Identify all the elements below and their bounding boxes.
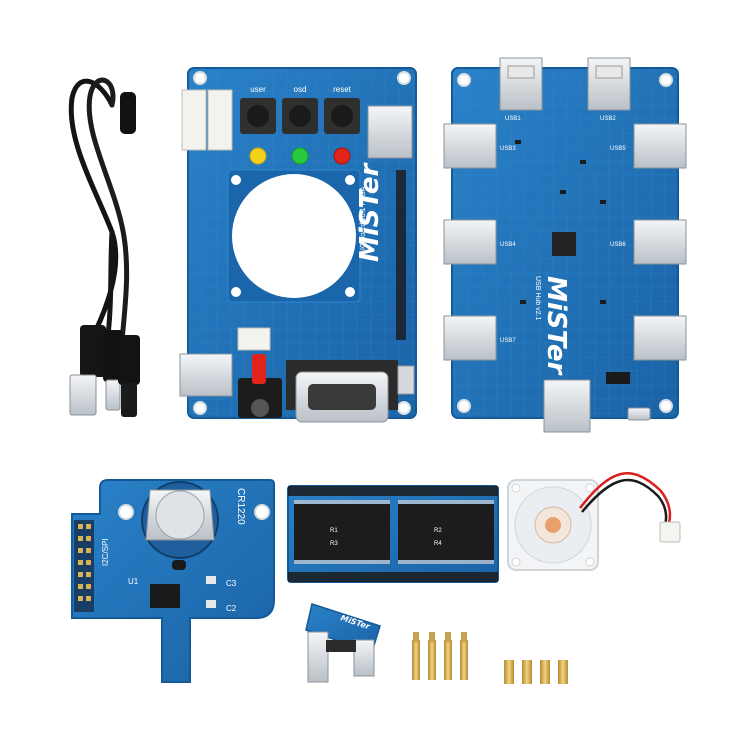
audio-jack — [238, 378, 282, 418]
rtc-c2-label: C2 — [226, 604, 237, 613]
hub-sub-text: USB Hub v2.1 — [534, 276, 541, 320]
cable-ferrite — [120, 92, 136, 134]
power-led — [252, 354, 266, 384]
usb-y-cable — [68, 77, 140, 417]
brass-standoffs — [412, 632, 568, 684]
hub-port-label-2: USB2 — [600, 116, 616, 122]
hub-port-left-1 — [443, 123, 497, 169]
hub-port-bottom — [543, 379, 591, 433]
sdram-board: R1 R2 R3 R4 — [287, 485, 499, 583]
sd-card-slot — [367, 105, 413, 159]
hub-chip — [552, 232, 576, 256]
led-green — [291, 147, 309, 165]
jumper-adapter: MiSTer — [305, 603, 381, 683]
hub-port-right-3 — [633, 315, 687, 361]
slide-switch — [397, 365, 415, 395]
io-usb-port — [179, 353, 233, 397]
standoff-long — [412, 632, 468, 680]
rtc-title: CR1220 — [235, 488, 246, 525]
led-yellow — [249, 147, 267, 165]
hub-port-label-1: USB1 — [505, 116, 521, 122]
led-red — [333, 147, 351, 165]
cooling-fan — [507, 472, 681, 571]
io-board: user osd reset MiSTer IO board v6.1 FPGA — [179, 67, 417, 423]
hub-port-left-2 — [443, 219, 497, 265]
ram-label-3: R3 — [330, 541, 338, 547]
standoff-short — [504, 660, 568, 684]
hub-port-left-3 — [443, 315, 497, 361]
hub-port-label-6: USB6 — [610, 242, 626, 248]
rtc-c3-label: C3 — [226, 579, 237, 588]
adapter-leg-left — [307, 631, 329, 683]
ram-label-1: R1 — [330, 528, 338, 534]
micro-usb-plug — [118, 335, 140, 417]
ram-label-2: R2 — [434, 528, 442, 534]
io-board-side-text: IO board v6.1 FPGA — [360, 186, 367, 250]
button-label-user: user — [250, 85, 266, 94]
rtc-chip — [150, 584, 180, 608]
tact-buttons: user osd reset — [240, 85, 360, 134]
hub-logo: MiSTer — [541, 276, 571, 377]
fan-connector — [659, 521, 681, 543]
ram-label-4: R4 — [434, 541, 442, 547]
hub-port-right-1 — [633, 123, 687, 169]
fan-cutout — [232, 174, 356, 298]
button-label-osd: osd — [294, 85, 307, 94]
usb-a-plug — [69, 325, 106, 416]
sdram-chip-2 — [398, 504, 494, 560]
hub-port-right-2 — [633, 219, 687, 265]
rtc-u1-label: U1 — [128, 577, 139, 586]
usb-hub-board: MiSTer USB Hub v2.1 USB1 USB2 USB3 USB4 … — [443, 57, 687, 433]
sdram-chip-1 — [294, 504, 390, 560]
adapter-leg-right — [353, 639, 375, 677]
hub-port-label-7: USB7 — [500, 338, 516, 344]
rtc-board: CR1220 I2C/SPI C3 C2 U1 — [71, 479, 275, 683]
rtc-part-label: I2C/SPI — [101, 538, 110, 566]
io-board-logo: MiSTer — [355, 161, 385, 262]
button-label-reset: reset — [333, 85, 352, 94]
hub-port-label-3: USB3 — [500, 146, 516, 152]
hub-port-label-5: USB5 — [610, 146, 626, 152]
hub-port-label-4: USB4 — [500, 242, 516, 248]
